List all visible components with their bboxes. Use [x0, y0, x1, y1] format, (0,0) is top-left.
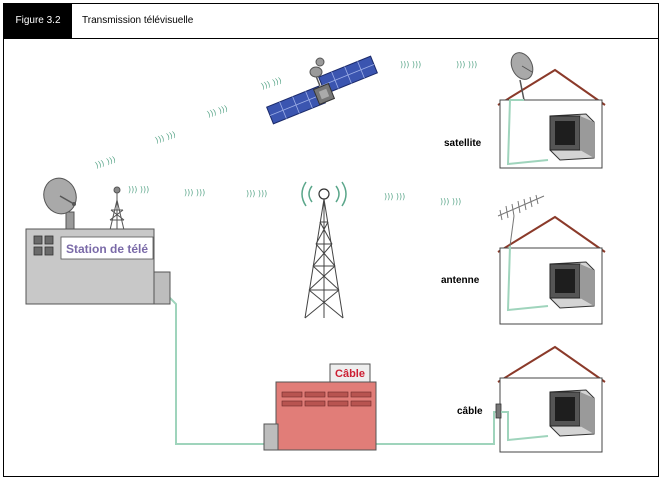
house-cable: câble — [457, 345, 606, 453]
station-to-cable-line — [169, 297, 264, 445]
signal-wave: ))) ))) — [184, 188, 205, 197]
house-label-satellite: satellite — [444, 138, 482, 149]
figure-header: Figure 3.2 Transmission télévisuelle — [4, 4, 658, 38]
tv-icon — [549, 261, 595, 309]
satellite-icon — [266, 55, 378, 125]
signal-wave: ))) ))) — [440, 197, 461, 206]
tv-station: Station de télé — [25, 177, 171, 305]
cable-label: Câble — [335, 368, 365, 380]
header-divider — [4, 38, 658, 39]
signal-wave: ))) ))) — [400, 60, 421, 69]
house-satellite: satellite — [444, 52, 606, 169]
transmission-tower-icon — [301, 181, 347, 319]
house-dish-icon — [510, 52, 534, 101]
figure-number: Figure 3.2 — [4, 4, 72, 38]
signal-waves: ))) ))) ))) ))) ))) ))) ))) ))) ))) ))) … — [94, 60, 477, 206]
signal-wave: ))) ))) — [456, 60, 477, 69]
signal-wave: ))) ))) — [206, 104, 229, 119]
station-dish-icon — [43, 177, 77, 231]
signal-wave: ))) ))) — [384, 192, 405, 201]
station-windows — [33, 235, 54, 256]
house-label-antenne: antenne — [441, 275, 480, 286]
signal-wave: ))) ))) — [246, 189, 267, 198]
house-antenna: antenne — [441, 194, 606, 325]
tv-icon — [549, 389, 595, 437]
signal-wave: ))) ))) — [128, 185, 149, 194]
tv-icon — [549, 113, 595, 161]
station-label: Station de télé — [66, 242, 148, 256]
signal-wave: ))) ))) — [260, 76, 283, 91]
house-label-cable: câble — [457, 406, 483, 417]
cable-company: Câble — [263, 363, 377, 451]
station-mast-icon — [109, 186, 125, 231]
signal-wave: ))) ))) — [94, 155, 117, 170]
signal-wave: ))) ))) — [154, 130, 177, 145]
house-antenna-icon — [497, 194, 545, 247]
figure-title: Transmission télévisuelle — [82, 15, 194, 26]
